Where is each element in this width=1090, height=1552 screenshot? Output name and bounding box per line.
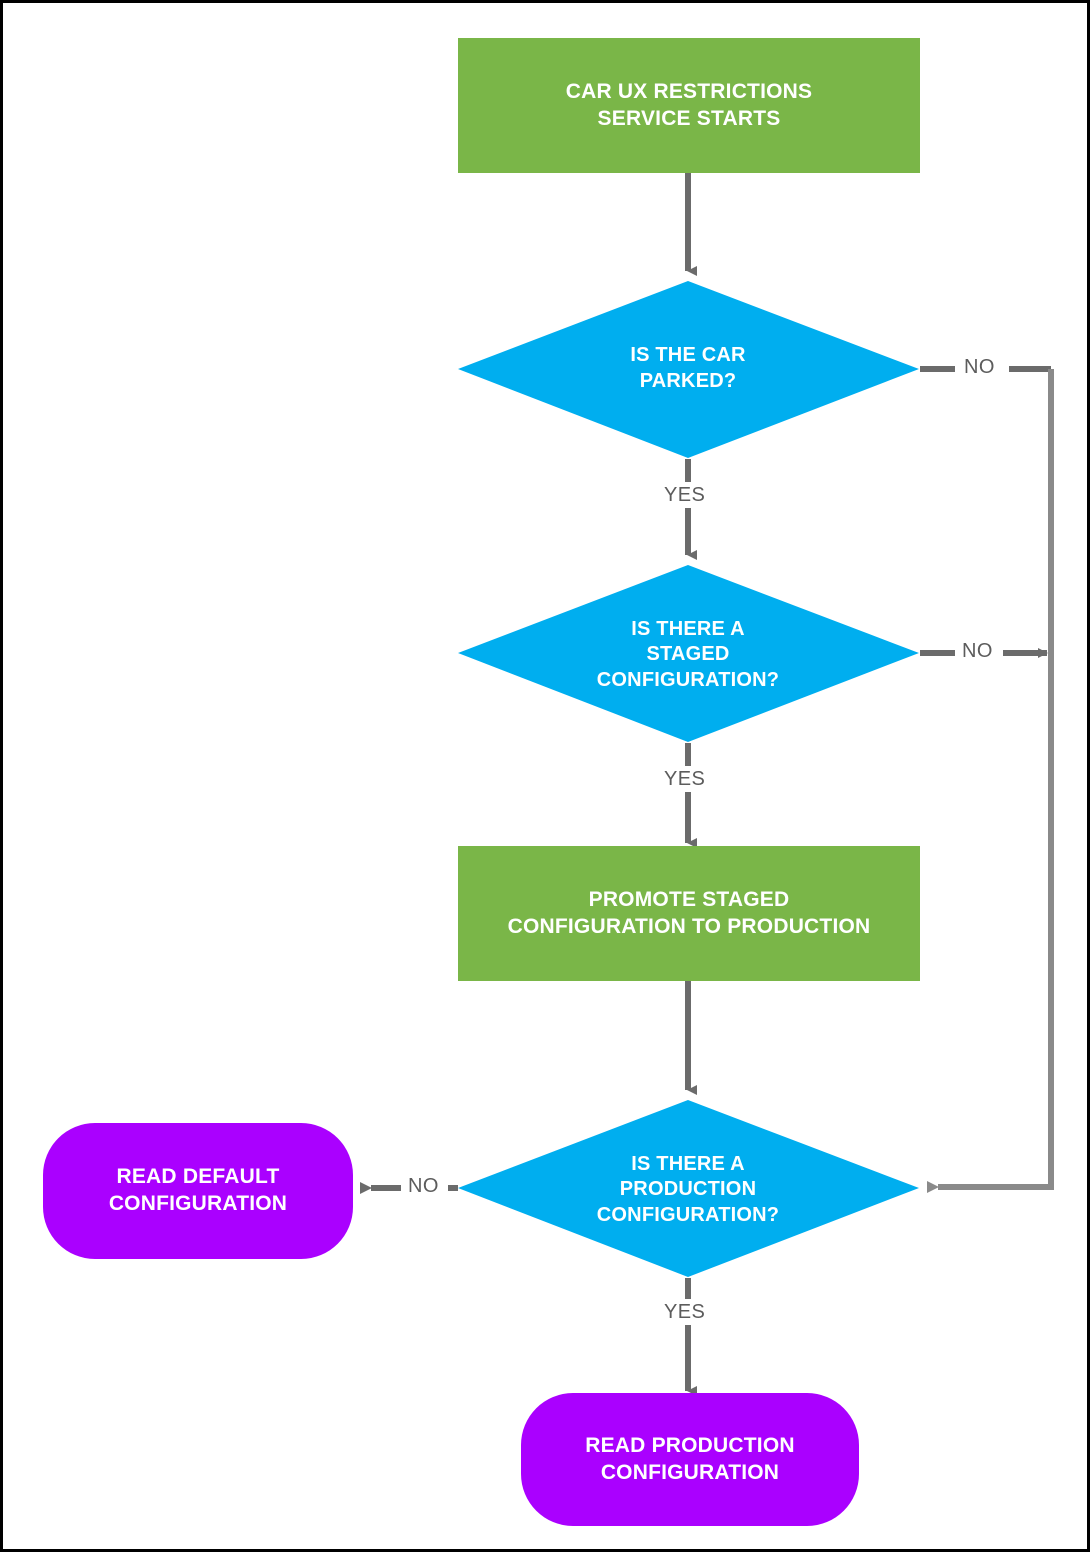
connector-right-rail [927,369,1054,1193]
decision-shape-production-config[interactable] [458,1100,919,1277]
node-label-start: CAR UX RESTRICTIONS SERVICE STARTS [565,79,813,130]
edge-label-no-production-config: NO [408,1175,439,1197]
node-is-there-a-staged-configuration[interactable]: IS THERE A STAGED CONFIGURATION? [498,589,878,721]
node-is-the-car-parked[interactable]: IS THE CAR PARKED? [508,303,868,435]
node-label-read-default: READ DEFAULT CONFIGURATION [108,1165,288,1215]
node-label-production-config: IS THERE A PRODUCTION CONFIGURATION? [596,1152,780,1226]
edge-label-yes-car-parked: YES [664,484,706,506]
node-promote-staged-configuration-to-production[interactable]: PROMOTE STAGED CONFIGURATION TO PRODUCTI… [458,846,920,981]
edge-label-no-car-parked: NO [964,356,995,378]
node-read-default-configuration[interactable]: READ DEFAULT CONFIGURATION [43,1123,353,1259]
edge-label-no-staged-config: NO [962,640,993,662]
edge-label-yes-production-config: YES [664,1301,706,1323]
decision-shape-staged-config[interactable] [458,565,919,742]
edge-label-yes-staged-config: YES [664,768,706,790]
node-car-ux-restrictions-service-starts[interactable]: CAR UX RESTRICTIONS SERVICE STARTS [458,38,920,173]
node-is-there-a-production-configuration[interactable]: IS THERE A PRODUCTION CONFIGURATION? [498,1124,878,1256]
node-label-staged-config: IS THERE A STAGED CONFIGURATION? [596,617,780,691]
decision-shape-car-parked[interactable] [458,281,919,458]
node-label-promote: PROMOTE STAGED CONFIGURATION TO PRODUCTI… [507,887,871,938]
connector-layer [360,173,1054,1396]
node-label-car-parked: IS THE CAR PARKED? [630,344,746,392]
node-label-read-production: READ PRODUCTION CONFIGURATION [585,1433,795,1484]
node-read-production-configuration[interactable]: READ PRODUCTION CONFIGURATION [521,1393,859,1526]
